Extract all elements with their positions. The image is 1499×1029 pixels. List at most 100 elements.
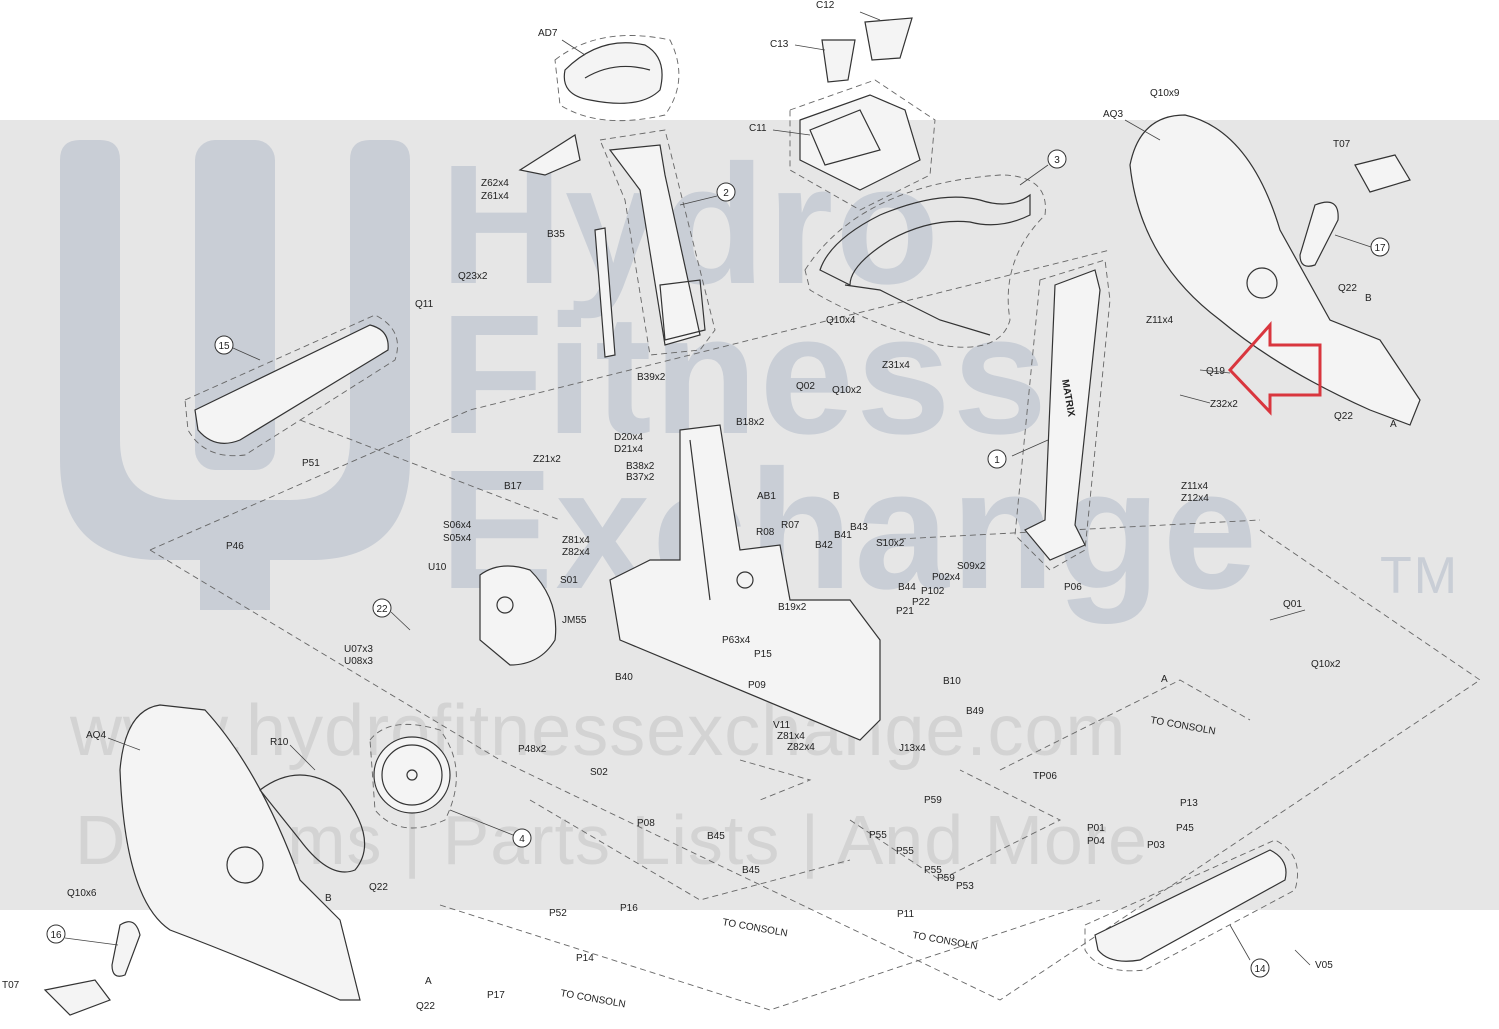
label-JM55: JM55 [562,615,587,626]
label-Q22: Q22 [416,1001,435,1012]
seat-post-part [599,129,716,356]
label-Q22: Q22 [1334,411,1353,422]
label-P55: P55 [896,846,914,857]
label-B45: B45 [742,865,760,876]
label-P63x4: P63x4 [722,635,751,646]
label-P45: P45 [1176,823,1194,834]
console-part [789,79,936,211]
label-V05: V05 [1315,960,1333,971]
label-B38x2: B38x2 [626,461,655,472]
label-AB1: AB1 [757,491,776,502]
right-shroud-part [1129,114,1421,426]
callout-2: 2 [716,182,736,202]
label-P46: P46 [226,541,244,552]
label-B10: B10 [943,676,961,687]
callout-17: 17 [1370,237,1390,257]
label-B39x2: B39x2 [637,372,666,383]
label-P59: P59 [924,795,942,806]
label-B43: B43 [850,522,868,533]
label-AQ4: AQ4 [86,730,106,741]
slider-rail-part [594,227,616,358]
label-P03: P03 [1147,840,1165,851]
label-U10: U10 [428,562,447,573]
rear-stabilizer-part [184,314,398,457]
label-TO-CONSOLN: TO CONSOLN [559,988,626,1010]
label-P04: P04 [1087,836,1105,847]
label-P17: P17 [487,990,505,1001]
left-shroud-part [119,704,361,1001]
label-Q10x9: Q10x9 [1150,88,1180,99]
svg-text:1: 1 [994,455,1000,466]
label-Z11x4: Z11x4 [1181,481,1208,492]
svg-text:15: 15 [218,341,230,352]
label-R10: R10 [270,737,289,748]
label-Q10x2: Q10x2 [832,385,862,396]
label-P15: P15 [754,649,772,660]
label-Z62x4: Z62x4 [481,178,509,189]
label-P55: P55 [924,865,942,876]
callout-4: 4 [512,828,532,848]
svg-text:17: 17 [1374,243,1386,254]
label-Q22: Q22 [1338,283,1357,294]
label-TO-CONSOLN: TO CONSOLN [1149,715,1216,737]
label-Z32x2: Z32x2 [1210,399,1238,410]
label-S02: S02 [590,767,608,778]
label-Z81x4: Z81x4 [777,731,805,742]
label-P59: P59 [937,873,955,884]
label-Q02: Q02 [796,381,815,392]
label-P08: P08 [637,818,655,829]
label-Z11x4: Z11x4 [1146,315,1173,326]
label-AQ3: AQ3 [1103,109,1123,120]
upright-frame-part [1014,259,1111,571]
label-Q22: Q22 [369,882,388,893]
callout-3: 3 [1047,149,1067,169]
flywheel-part [369,723,457,829]
label-P102: P102 [921,586,945,597]
assembly-guide-lines [149,249,1481,1011]
label-B18x2: B18x2 [736,417,765,428]
watermark-url: www.hydrofitnessexchange.com [70,691,1127,771]
label-B17: B17 [504,481,522,492]
label-P11: P11 [897,909,914,920]
label-D20x4: D20x4 [614,432,643,443]
label-Z81x4: Z81x4 [562,535,590,546]
label-P53: P53 [956,881,974,892]
label-S06x4: S06x4 [443,520,472,531]
svg-text:4: 4 [519,834,525,845]
label-A: A [1390,419,1397,430]
label-P09: P09 [748,680,766,691]
seat-part [554,35,680,122]
label-B35: B35 [547,229,565,240]
label-P22: P22 [912,597,930,608]
leader-lines [64,11,1372,966]
label-R07: R07 [781,520,800,531]
callout-circles: 1 2 3 4 14 15 16 17 22 [46,149,1390,978]
label-Z21x2: Z21x2 [533,454,561,465]
label-P21: P21 [896,606,914,617]
label-Z12x4: Z12x4 [1181,493,1209,504]
svg-text:2: 2 [723,188,729,199]
crank-arm-parts [111,201,1339,977]
label-B: B [833,491,840,502]
label-AD7: AD7 [538,28,558,39]
label-P51: P51 [302,458,320,469]
label-Q10x6: Q10x6 [67,888,97,899]
highlight-arrow-icon [1227,321,1322,416]
label-P13: P13 [1180,798,1198,809]
label-A: A [1161,674,1168,685]
label-B41: B41 [834,530,852,541]
pedal-parts [43,154,1411,1016]
label-B42: B42 [815,540,833,551]
label-TP06: TP06 [1033,771,1057,782]
label-P02x4: P02x4 [932,572,961,583]
label-P06: P06 [1064,582,1082,593]
label-TO-CONSOLN: TO CONSOLN [911,930,978,952]
label-T07: T07 [2,980,20,991]
label-B19x2: B19x2 [778,602,807,613]
label-Z82x4: Z82x4 [562,547,590,558]
label-C12: C12 [816,0,835,11]
label-D21x4: D21x4 [614,444,643,455]
label-B: B [1365,293,1372,304]
label-U08x3: U08x3 [344,656,373,667]
